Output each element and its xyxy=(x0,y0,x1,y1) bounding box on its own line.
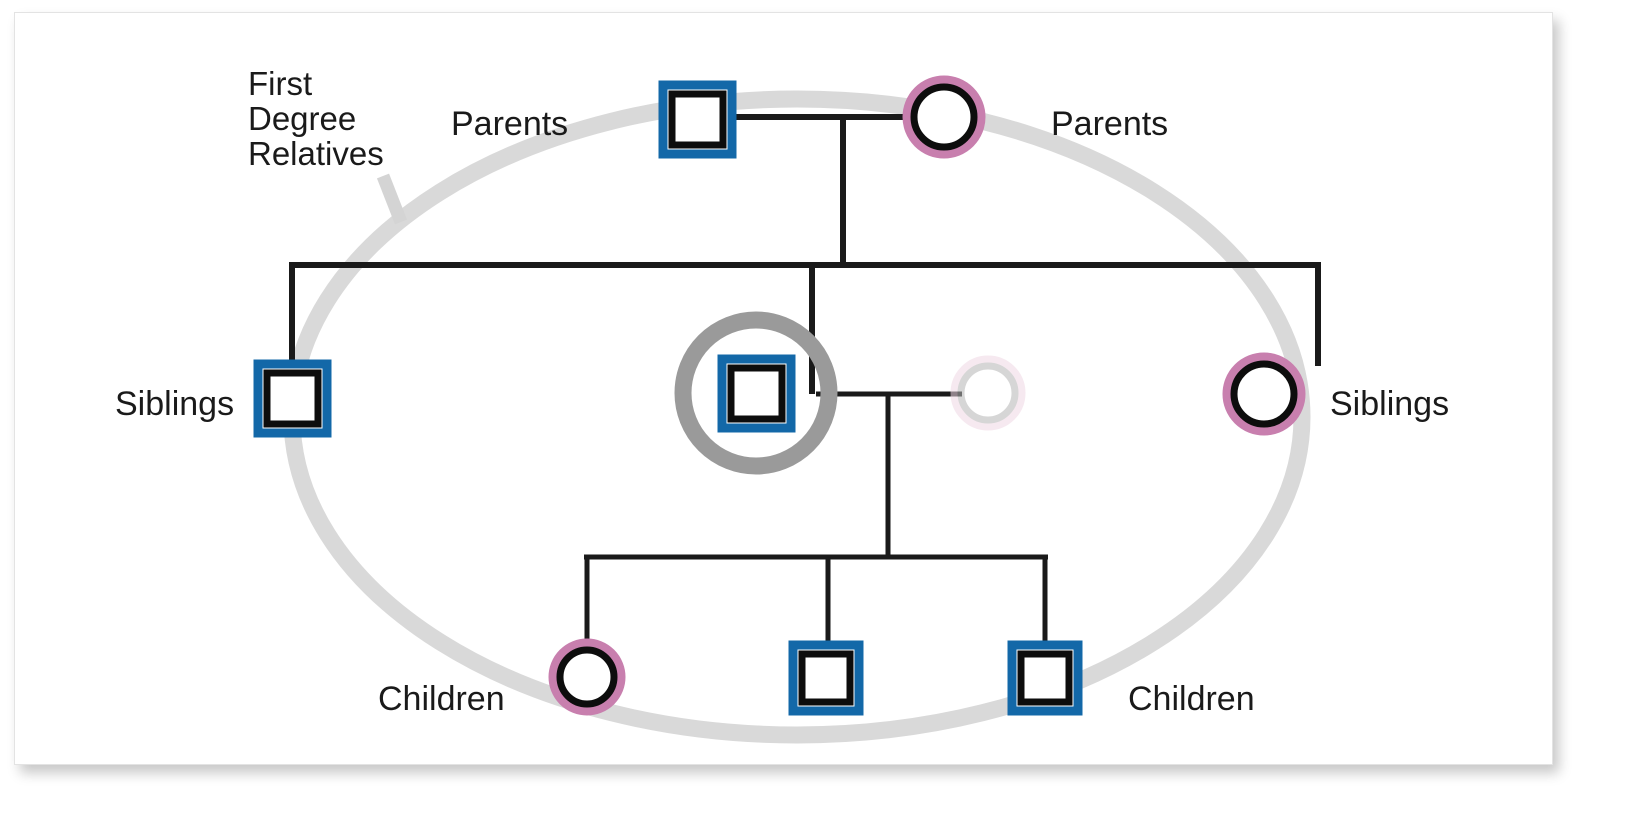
symbol-father-male-square[interactable] xyxy=(658,80,737,159)
child-3-inner-square xyxy=(1017,650,1073,706)
label-siblings-left: Siblings xyxy=(115,385,234,423)
symbol-proband-male-square[interactable] xyxy=(717,354,796,433)
symbol-child-2-male-square[interactable] xyxy=(788,640,864,716)
label-first-degree-relatives-line-2: Degree xyxy=(248,100,356,137)
proband-highlight-ring xyxy=(674,311,838,475)
label-first-degree-relatives-line-1: First xyxy=(248,65,312,102)
child-1-inner-circle xyxy=(556,646,618,708)
generation-2-siblings xyxy=(253,311,1306,475)
father-inner-square xyxy=(668,90,727,149)
child-2-inner-square xyxy=(798,650,854,706)
proband-inner-square xyxy=(727,364,786,423)
pedigree-text-labels: First Degree Relatives Parents Parents S… xyxy=(115,65,1449,718)
label-children-right: Children xyxy=(1128,680,1255,718)
generation-3-children xyxy=(548,638,1083,716)
first-degree-relatives-ellipse-group xyxy=(283,90,1311,744)
mother-inner-circle xyxy=(910,83,978,151)
symbol-sibling-right-female-circle[interactable] xyxy=(1222,352,1306,436)
label-children-left: Children xyxy=(378,680,505,718)
symbol-sibling-left-male-square[interactable] xyxy=(253,359,332,438)
generation-1-parents xyxy=(658,75,986,159)
sibling-right-inner-circle xyxy=(1230,360,1298,428)
sibling-left-inner-square xyxy=(263,369,322,428)
symbol-child-3-male-square[interactable] xyxy=(1007,640,1083,716)
spouse-inner-circle xyxy=(957,362,1019,424)
label-first-degree-relatives-line-3: Relatives xyxy=(248,135,384,172)
pedigree-connectors xyxy=(289,114,1321,650)
symbol-mother-female-circle[interactable] xyxy=(902,75,986,159)
first-degree-relatives-pointer-tick xyxy=(376,173,408,225)
symbol-spouse-female-circle-faded[interactable] xyxy=(950,355,1026,431)
label-siblings-right: Siblings xyxy=(1330,385,1449,423)
label-parents-right: Parents xyxy=(1051,105,1168,143)
symbol-child-1-female-circle[interactable] xyxy=(548,638,626,716)
first-degree-relatives-ellipse xyxy=(283,90,1311,744)
label-parents-left: Parents xyxy=(451,105,568,143)
